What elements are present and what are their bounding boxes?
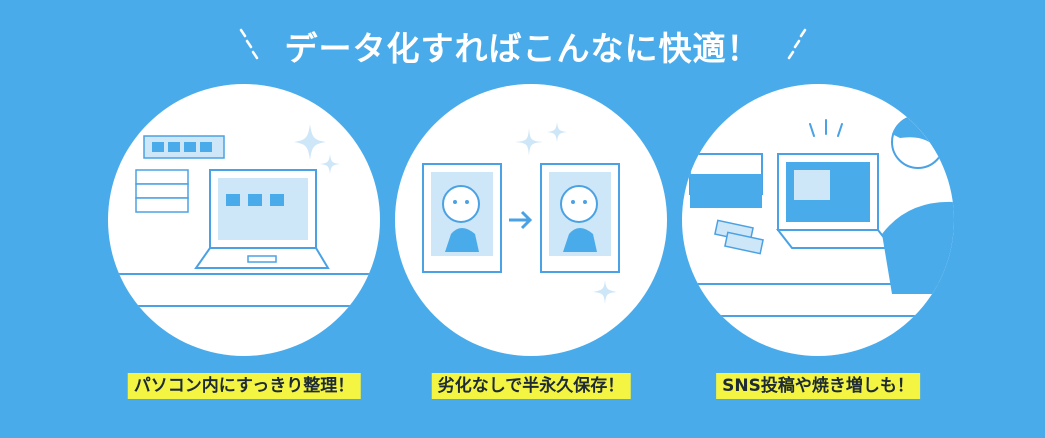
emphasis-lines-icon	[809, 119, 843, 137]
panel-preserve: 劣化なしで半永久保存！	[395, 84, 667, 399]
laptop-organizing-illustration	[108, 135, 380, 307]
panel-preserve-caption: 劣化なしで半永久保存！	[431, 373, 631, 399]
panel-share-caption: SNS投稿や焼き増しも！	[716, 373, 920, 399]
panel-organize: パソコン内にすっきり整理！	[108, 84, 380, 399]
panel-preserve-circle	[395, 84, 667, 356]
person-sharing-illustration	[682, 115, 954, 317]
sparkle-lines-icon	[239, 28, 258, 60]
photo-preserved-illustration	[422, 163, 620, 273]
film-strip-icon	[143, 135, 225, 159]
person-icon	[882, 115, 954, 294]
new-photo-icon	[540, 163, 620, 273]
laptop-icon	[775, 153, 895, 249]
printer-icon	[689, 153, 763, 208]
panel-share: SNS投稿や焼き増しも！	[682, 84, 954, 399]
arrow-right-icon	[509, 210, 533, 230]
printed-photos-icon	[714, 219, 764, 255]
sparkle-icon	[593, 280, 617, 304]
headline: データ化すればこんなに快適！	[0, 16, 1045, 76]
old-photo-icon	[422, 163, 502, 273]
panel-organize-caption: パソコン内にすっきり整理！	[127, 373, 361, 399]
panel-organize-circle	[108, 84, 380, 356]
sparkle-lines-icon	[787, 28, 806, 60]
photo-stack-icon	[135, 169, 189, 213]
laptop-icon	[194, 169, 330, 269]
panel-share-circle	[682, 84, 954, 356]
sparkle-icon	[515, 122, 567, 156]
sparkle-icon	[294, 124, 340, 174]
headline-title: データ化すればこんなに快適！	[284, 29, 761, 68]
